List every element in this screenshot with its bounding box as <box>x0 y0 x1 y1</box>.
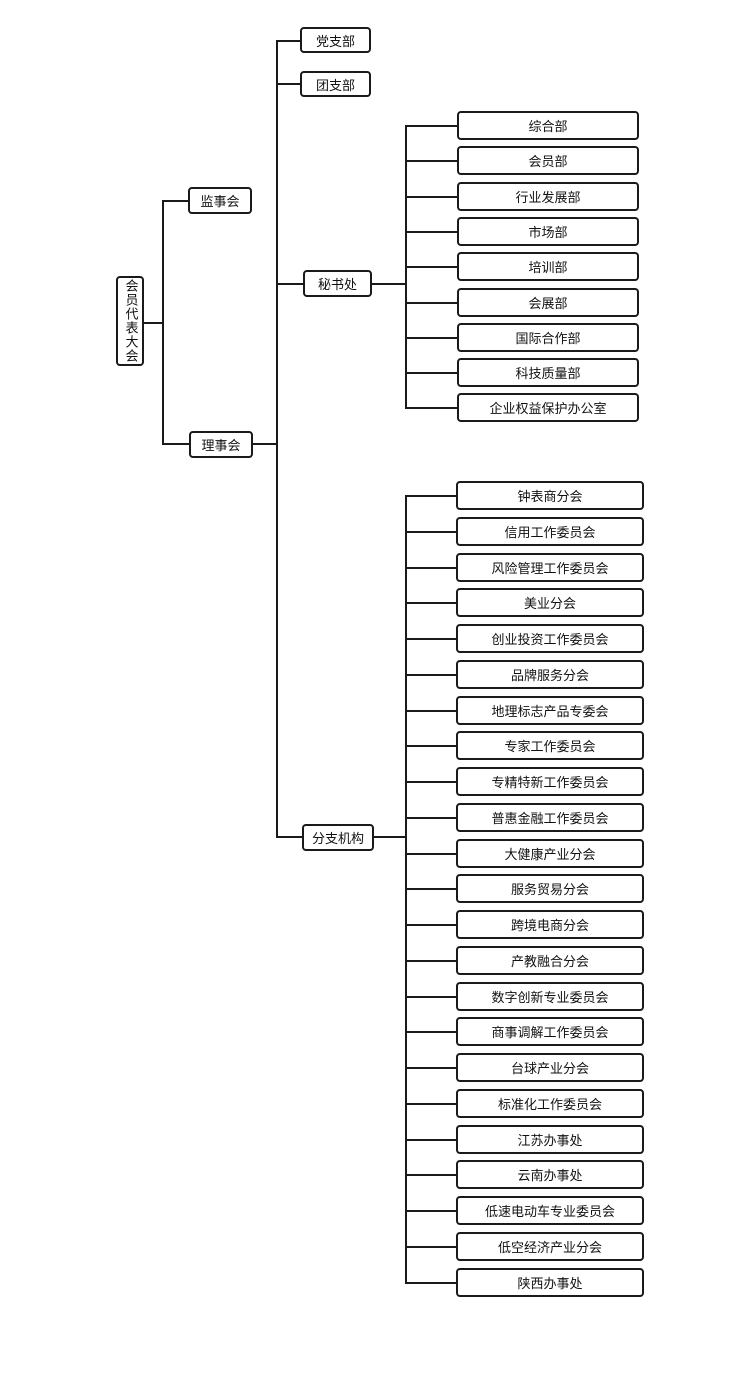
connector <box>276 40 300 42</box>
branch-item: 台球产业分会 <box>456 1053 644 1082</box>
node-council: 理事会 <box>189 431 253 458</box>
secretariat-dept: 科技质量部 <box>457 358 639 387</box>
branch-item: 专精特新工作委员会 <box>456 767 644 796</box>
connector <box>405 960 456 962</box>
connector <box>405 407 457 409</box>
connector <box>276 283 303 285</box>
branch-item: 美业分会 <box>456 588 644 617</box>
secretariat-dept: 综合部 <box>457 111 639 140</box>
connector <box>372 283 406 285</box>
connector <box>405 1067 456 1069</box>
branch-item: 品牌服务分会 <box>456 660 644 689</box>
node-root: 会员代表大会 <box>116 276 144 366</box>
connector <box>405 1031 456 1033</box>
secretariat-dept: 市场部 <box>457 217 639 246</box>
connector <box>405 125 457 127</box>
connector <box>405 781 456 783</box>
connector <box>405 602 456 604</box>
node-party-branch: 党支部 <box>300 27 371 53</box>
secretariat-dept: 培训部 <box>457 252 639 281</box>
node-secretariat: 秘书处 <box>303 270 372 297</box>
connector <box>276 83 300 85</box>
branch-item: 大健康产业分会 <box>456 839 644 868</box>
connector <box>405 996 456 998</box>
connector <box>405 1210 456 1212</box>
connector <box>405 888 456 890</box>
node-branches: 分支机构 <box>302 824 374 851</box>
branch-item: 低空经济产业分会 <box>456 1232 644 1261</box>
branch-item: 地理标志产品专委会 <box>456 696 644 725</box>
branch-item: 服务贸易分会 <box>456 874 644 903</box>
branch-item: 信用工作委员会 <box>456 517 644 546</box>
connector <box>405 1282 456 1284</box>
connector <box>405 817 456 819</box>
connector <box>253 443 277 445</box>
secretariat-dept: 企业权益保护办公室 <box>457 393 639 422</box>
connector <box>405 531 456 533</box>
connector <box>405 302 457 304</box>
connector <box>405 745 456 747</box>
connector <box>405 567 456 569</box>
connector <box>162 443 189 445</box>
connector <box>405 337 457 339</box>
connector <box>405 1174 456 1176</box>
branch-item: 产教融合分会 <box>456 946 644 975</box>
connector <box>405 231 457 233</box>
connector <box>405 638 456 640</box>
branch-item: 钟表商分会 <box>456 481 644 510</box>
connector <box>374 836 406 838</box>
branch-item: 风险管理工作委员会 <box>456 553 644 582</box>
connector <box>405 372 457 374</box>
branch-item: 江苏办事处 <box>456 1125 644 1154</box>
connector <box>405 853 456 855</box>
connector <box>405 266 457 268</box>
branch-item: 普惠金融工作委员会 <box>456 803 644 832</box>
branch-item: 标准化工作委员会 <box>456 1089 644 1118</box>
connector <box>405 1246 456 1248</box>
connector <box>405 924 456 926</box>
connector <box>276 836 302 838</box>
connector <box>405 196 457 198</box>
secretariat-dept: 会员部 <box>457 146 639 175</box>
connector <box>276 40 278 837</box>
connector <box>405 495 456 497</box>
connector <box>405 674 456 676</box>
branch-item: 商事调解工作委员会 <box>456 1017 644 1046</box>
connector <box>144 322 163 324</box>
secretariat-dept: 国际合作部 <box>457 323 639 352</box>
secretariat-dept: 会展部 <box>457 288 639 317</box>
node-youth-branch: 团支部 <box>300 71 371 97</box>
branch-item: 跨境电商分会 <box>456 910 644 939</box>
connector <box>162 200 188 202</box>
branch-item: 云南办事处 <box>456 1160 644 1189</box>
branch-item: 数字创新专业委员会 <box>456 982 644 1011</box>
connector <box>405 710 456 712</box>
connector <box>405 1103 456 1105</box>
branch-item: 创业投资工作委员会 <box>456 624 644 653</box>
branch-item: 专家工作委员会 <box>456 731 644 760</box>
node-supervisory: 监事会 <box>188 187 252 214</box>
branch-item: 陕西办事处 <box>456 1268 644 1297</box>
connector <box>162 200 164 445</box>
connector <box>405 1139 456 1141</box>
branch-item: 低速电动车专业委员会 <box>456 1196 644 1225</box>
connector <box>405 160 457 162</box>
secretariat-dept: 行业发展部 <box>457 182 639 211</box>
